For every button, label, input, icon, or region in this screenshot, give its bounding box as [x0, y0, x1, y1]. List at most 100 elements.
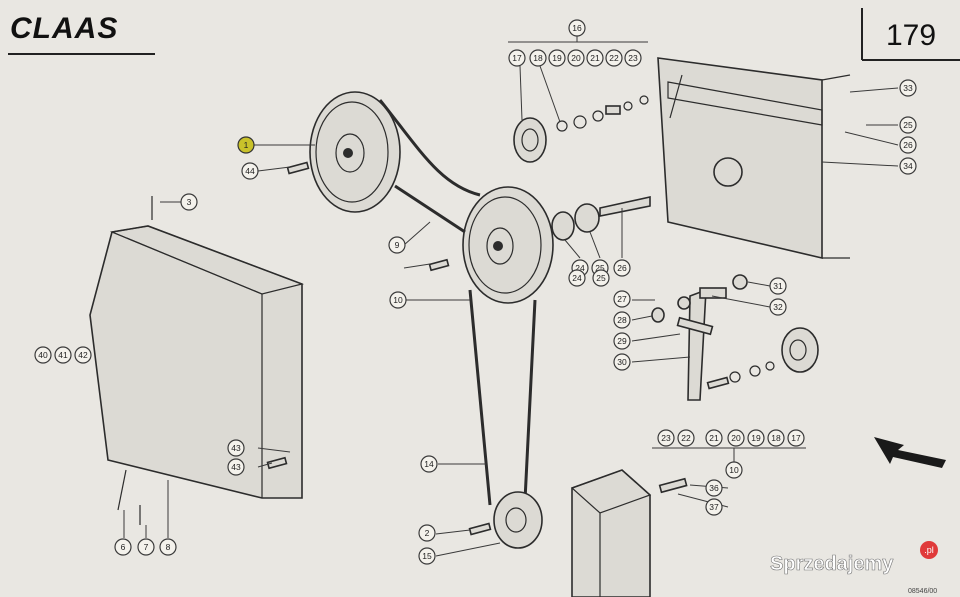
upper-belt — [378, 99, 481, 234]
callout-label-12: 19 — [552, 53, 562, 63]
callout-repeat-label-9: 26 — [903, 140, 913, 150]
callout-3: 7 — [137, 538, 155, 556]
callout-0: 2 — [418, 524, 436, 542]
callout-repeat-label-5: 22 — [681, 433, 691, 443]
callout-repeat-9: 26 — [899, 136, 917, 154]
callout-label-30: 40 — [38, 350, 48, 360]
callout-label-19: 26 — [617, 263, 627, 273]
belt-guard-panel — [89, 225, 305, 511]
callout-label-7: 14 — [424, 459, 434, 469]
callout-1: 3 — [180, 193, 198, 211]
callout-27: 34 — [899, 157, 917, 175]
watermark-badge: .pl — [924, 545, 934, 555]
callout-15: 22 — [605, 49, 623, 67]
callout-label-22: 29 — [617, 336, 627, 346]
direction-arrow — [874, 437, 946, 468]
callout-2: 6 — [114, 538, 132, 556]
callout-repeat-5: 22 — [677, 429, 695, 447]
callout-32: 42 — [74, 346, 92, 364]
frame-plate — [657, 57, 851, 260]
callout-label-32: 42 — [78, 350, 88, 360]
callout-16: 23 — [624, 49, 642, 67]
callout-repeat-label-1: 18 — [771, 433, 781, 443]
callout-repeat-6: 23 — [657, 429, 675, 447]
callout-repeat-label-8: 25 — [903, 120, 913, 130]
callout-label-0: 2 — [425, 528, 430, 538]
callout-repeat-label-7: 10 — [729, 465, 739, 475]
callout-label-27: 34 — [903, 161, 913, 171]
page-number: 179 — [886, 19, 936, 52]
callout-12: 19 — [548, 49, 566, 67]
callout-repeat-label-0: 17 — [791, 433, 801, 443]
callout-label-4: 8 — [166, 542, 171, 552]
callout-label-34: 44 — [245, 166, 255, 176]
callout-repeat-label-3: 20 — [731, 433, 741, 443]
callout-label-29: 37 — [709, 502, 719, 512]
drawing-code: 08546/00 — [908, 588, 937, 595]
callout-repeat-1: 18 — [767, 429, 785, 447]
callout-10: 17 — [508, 49, 526, 67]
lower-housing — [570, 469, 652, 597]
callout-label-31: 41 — [58, 350, 68, 360]
callout-21: 28 — [613, 311, 631, 329]
screws — [139, 161, 688, 536]
callout-label-24: 31 — [773, 281, 783, 291]
upper-pulley — [309, 91, 401, 213]
callout-label-10: 17 — [512, 53, 522, 63]
callout-label-5: 9 — [395, 240, 400, 250]
brand-logo: CLAAS — [10, 12, 118, 45]
callout-label-1: 3 — [187, 197, 192, 207]
callout-29: 37 — [705, 498, 723, 516]
callout-label-26: 33 — [903, 83, 913, 93]
callout-label-23: 30 — [617, 357, 627, 367]
lower-belt — [468, 289, 537, 506]
callout-label-14: 21 — [590, 53, 600, 63]
callout-33: 43 — [227, 439, 245, 457]
callout-label-18: 25 — [595, 263, 605, 273]
callout-label-13: 20 — [571, 53, 581, 63]
watermark: Sprzedajemy .pl — [770, 541, 938, 575]
callout-24: 31 — [769, 277, 787, 295]
callout-label-20: 27 — [617, 294, 627, 304]
callout-9: 16 — [568, 19, 586, 37]
callout-1-label: 1 — [244, 140, 249, 150]
callout-repeat-0: 17 — [787, 429, 805, 447]
callout-28: 36 — [705, 479, 723, 497]
callout-label-25: 32 — [773, 302, 783, 312]
callout-label-28: 36 — [709, 483, 719, 493]
callout-19: 26 — [613, 259, 631, 277]
callout-repeat-label-4: 21 — [709, 433, 719, 443]
callout-repeat-4: 21 — [705, 429, 723, 447]
callout-7: 14 — [420, 455, 438, 473]
callout-label-8: 15 — [422, 551, 432, 561]
callout-20: 27 — [613, 290, 631, 308]
brand-logo-text: CLAAS — [10, 12, 118, 45]
middle-pulley — [462, 186, 554, 304]
callout-26: 33 — [899, 79, 917, 97]
callout-repeat-label-6: 23 — [661, 433, 671, 443]
idler-pulley — [706, 327, 819, 390]
callout-repeat-label-2: 19 — [751, 433, 761, 443]
callout-5: 9 — [388, 236, 406, 254]
callout-6: 10 — [389, 291, 407, 309]
callout-23: 30 — [613, 353, 631, 371]
callout-repeat-8: 25 — [899, 116, 917, 134]
callout-label-11: 18 — [533, 53, 543, 63]
callout-14: 21 — [586, 49, 604, 67]
callout-label-6: 10 — [393, 295, 403, 305]
callout-22: 29 — [613, 332, 631, 350]
callout-11: 18 — [529, 49, 547, 67]
callout-label-15: 22 — [609, 53, 619, 63]
callout-31: 41 — [54, 346, 72, 364]
callout-repeat-label-11: 25 — [596, 273, 606, 283]
callout-repeat-12: 43 — [227, 458, 245, 476]
callout-repeat-label-12: 43 — [231, 462, 241, 472]
callout-repeat-10: 24 — [568, 269, 586, 287]
callout-label-2: 6 — [121, 542, 126, 552]
callout-label-16: 23 — [628, 53, 638, 63]
lower-pulley — [493, 491, 543, 549]
watermark-badge-icon — [920, 541, 938, 559]
callout-repeat-3: 20 — [727, 429, 745, 447]
